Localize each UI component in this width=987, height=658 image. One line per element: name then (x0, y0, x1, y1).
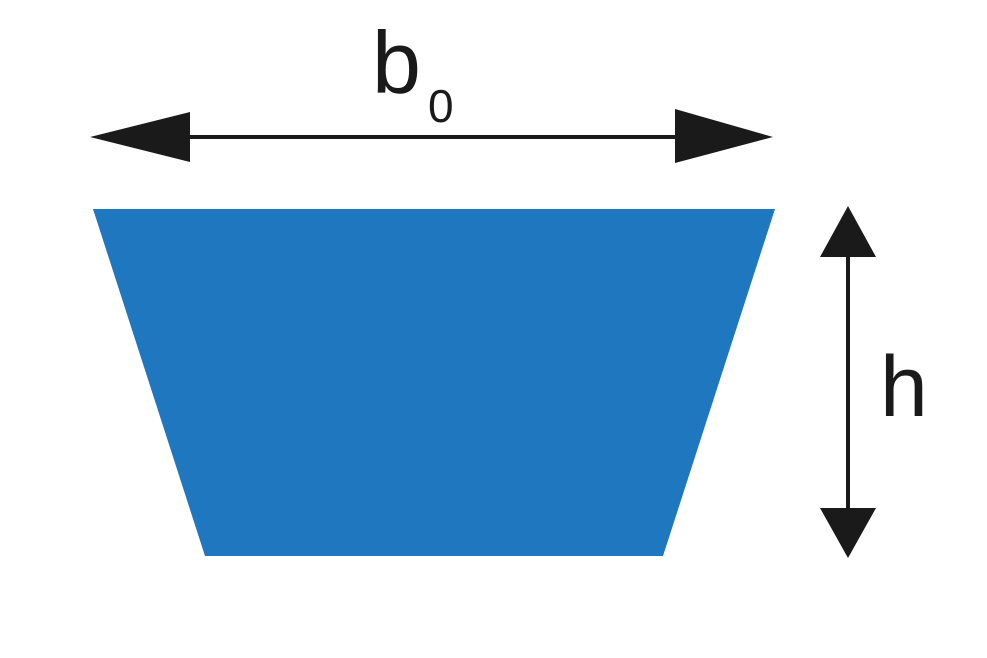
width-label-main: b (372, 13, 421, 112)
height-label: h (880, 339, 928, 435)
width-arrow-right-head (675, 109, 773, 163)
height-arrow-bottom-head (820, 508, 876, 558)
trapezoid-cross-section (93, 209, 775, 556)
width-label: b 0 (372, 13, 454, 132)
height-arrow-top-head (820, 206, 876, 257)
width-dimension-arrow (90, 109, 773, 163)
width-label-subscript: 0 (428, 80, 454, 132)
height-dimension-arrow (820, 206, 876, 558)
width-arrow-left-head (90, 112, 190, 162)
